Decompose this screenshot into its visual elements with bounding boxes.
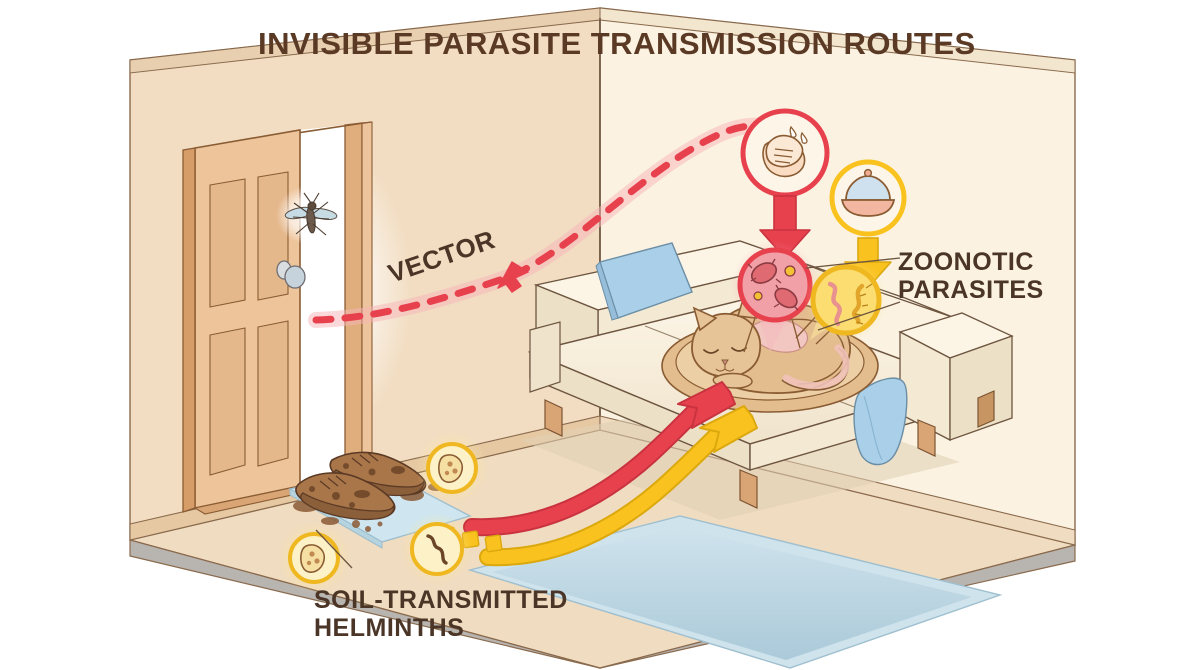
leader-soil [315,529,353,569]
soil-red-arrowhead [677,381,736,429]
sofa-arm-left [529,321,561,393]
zoonotic-parasites-label: ZOONOTIC PARASITES [898,248,1044,304]
cat-ear-left [692,306,718,332]
zoonotic-label-line1: ZOONOTIC [898,248,1034,276]
helminth-egg-icon-top [416,432,488,504]
route-vector [308,117,788,328]
leader-zoonotic-upper [805,257,901,269]
cat-nose [721,359,729,366]
door-panel-upper-left [209,178,246,308]
muddy-shoe-front [295,472,396,521]
page-title-text: INVISIBLE PARASITE TRANSMISSION ROUTES [258,26,976,61]
sofa-arm-right-side [949,335,1013,441]
door-jamb-right-face [361,121,373,460]
cat-tail-fill [782,344,850,390]
water-droplets [789,125,808,144]
cushion-blue-left [595,242,693,321]
cushion-blue-right [853,377,908,466]
door-leaf-edge [182,147,196,513]
open-panel-door-group[interactable] [182,121,412,515]
mosquito-legs [292,192,330,236]
vector-route-arrowhead [497,261,529,293]
door-panel-lower-right [257,320,289,467]
worm-spiky [851,283,865,325]
soil-transmitted-helminths-label: SOIL-TRANSMITTED HELMINTHS [314,586,568,642]
hand-front [765,134,804,168]
sofa-leg-front-left [544,399,563,437]
zoonotic-label-line2: PARASITES [898,276,1044,304]
sofa-leg-front-right [917,419,936,457]
sofa-leg-back-right [977,390,995,428]
wall-right-top-bevel [599,7,1076,74]
leader-zoonotic-lower [817,301,901,331]
cat-mouth [715,365,735,372]
sofa-leg-front-mid [739,469,758,509]
worm-spikes [854,283,873,325]
door-knob[interactable] [276,260,306,289]
worm-pink [827,281,842,327]
soil-label-line2: HELMINTHS [314,614,465,642]
door-panel-upper-right [257,171,289,301]
door-panel-lower-left [209,327,246,476]
handwashing-icon [740,108,830,198]
helminth-larva-icon [401,513,473,585]
mosquito-head [307,201,317,211]
bowl-base [840,199,896,217]
door-jamb-right [344,122,363,467]
dome-knob [863,168,873,178]
soil-label-line1: SOIL-TRANSMITTED [314,586,568,614]
pathogen-organisms [747,258,799,311]
vector-route-dashed [312,122,784,324]
route-soil-red [463,381,736,537]
page-title: INVISIBLE PARASITE TRANSMISSION ROUTES [258,26,975,62]
helminth-egg-icon-left [278,522,350,594]
worm-magnifier-bubble [795,258,888,345]
food-dome-icon [829,159,907,237]
mosquito-insect [276,185,344,245]
floor-edge [129,539,601,669]
soil-yellow-arrowhead [699,405,758,453]
sofa [520,240,1014,520]
cat-eye-left [703,349,719,354]
label-leaders [315,257,901,569]
